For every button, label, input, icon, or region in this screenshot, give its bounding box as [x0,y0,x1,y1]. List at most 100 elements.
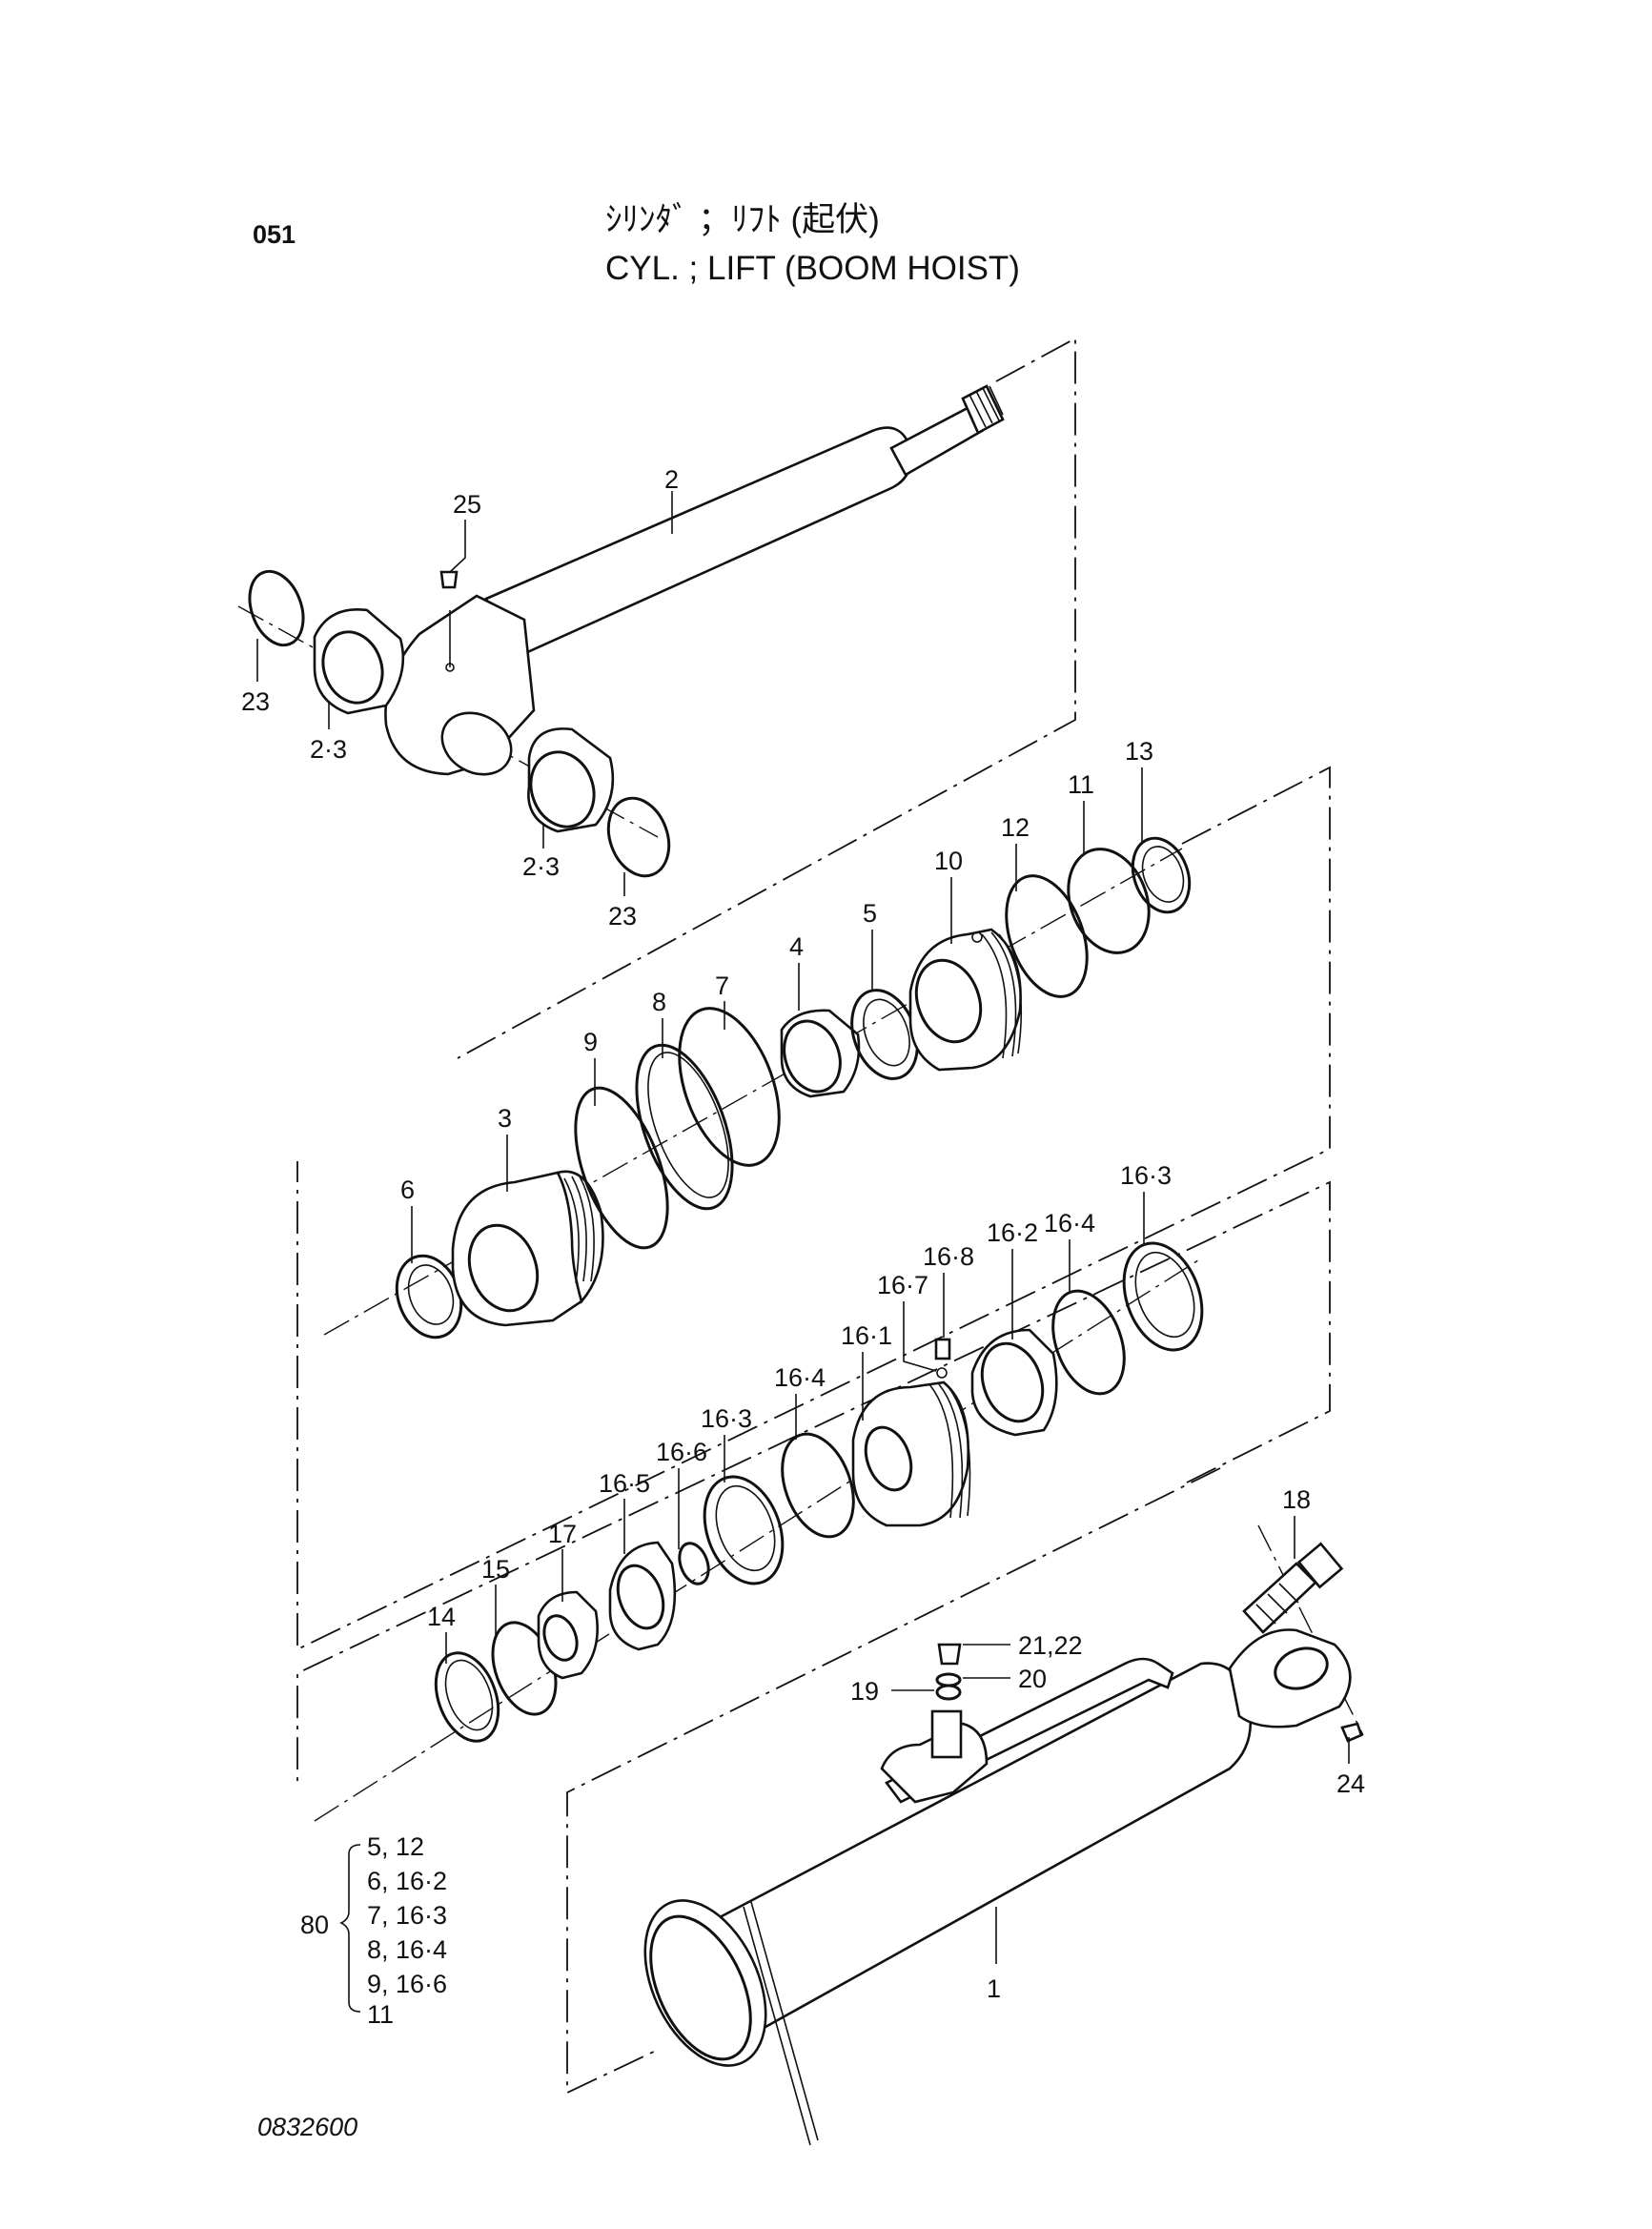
o-ring-9 [574,1086,669,1250]
ring-13 [1131,836,1192,914]
grease-hole [445,663,455,672]
seal-ring-23-right [606,796,671,878]
grease-fitting-25 [439,570,459,589]
bushing-4-bore [783,1019,842,1094]
steel-ball-16-7 [936,1367,948,1379]
seal-kit-row-2: 6, 16·2 [367,1867,447,1895]
o-ring-11 [1067,848,1151,954]
piston-16-1-bore [864,1425,913,1492]
callout-16-1: 16·1 [841,1321,892,1350]
o-ring-20 [935,1672,962,1687]
bushing-2-3-right [527,727,615,833]
piston-16-1-grooves [928,1383,971,1519]
buffer-ring-5-inner [863,998,910,1067]
dust-seal-6-inner [407,1264,455,1325]
o-ring-12 [1005,874,1089,998]
callout-16-2: 16·2 [987,1218,1038,1247]
nut-17-bore [542,1614,579,1662]
bushing-2-3-left [313,608,405,715]
callout-16-4b: 16·4 [1044,1209,1095,1237]
seal-16-3-left-inner [715,1484,776,1572]
bushing-2-3-left-bore [321,630,384,705]
piston-rod [484,426,913,660]
callout-10: 10 [934,847,963,875]
callout-1: 1 [987,1974,1001,2003]
group-piston-rod [237,337,1076,1059]
frame-tube-group [566,1467,1221,2095]
callout-16-3a: 16·3 [701,1404,752,1433]
callout-16-8: 16·8 [923,1242,974,1271]
seal-housing-10-bore [914,958,983,1044]
nut-17 [537,1590,599,1680]
o-ring-19 [935,1684,962,1701]
seal-kit-row-6: 11 [367,2000,394,2029]
callout-6: 6 [400,1176,415,1204]
sensor-18-bands [1255,1583,1299,1625]
callout-3: 3 [498,1104,512,1133]
callout-18: 18 [1282,1485,1311,1514]
callout-23a: 23 [241,687,270,716]
callout-19: 19 [850,1677,879,1706]
ring-7 [678,1007,781,1167]
cylinder-tube-1-eye [1228,1628,1352,1728]
backup-ring-8-inner [647,1052,729,1198]
cylinder-tube-1-bore [649,1914,752,2061]
rod-neck [889,406,984,477]
callout-16-5: 16·5 [599,1469,650,1498]
plate-16-5-bore [616,1564,665,1630]
seal-ring-23-left [248,569,305,647]
ring-16-4-right [1051,1289,1126,1396]
seal-kit-row-4: 8, 16·4 [367,1935,447,1964]
callout-12: 12 [1001,813,1030,842]
ring-13-inner [1141,846,1185,903]
callout-2-3a: 2·3 [310,735,347,764]
backup-ring-8 [635,1043,734,1211]
cylinder-tube-1-collar [743,1901,819,2146]
callout-17: 17 [548,1520,577,1548]
callout-5: 5 [863,899,877,928]
callout-4: 4 [789,932,804,961]
seal-kit-row-5: 9, 16·6 [367,1970,447,1998]
seal-kit-brace [339,1844,361,2013]
callout-25: 25 [453,490,481,519]
callout-16-6: 16·6 [656,1438,707,1466]
frame-head-group [296,766,1331,1651]
bushing-4 [780,1009,861,1098]
cylinder-head-3-thread-lines [563,1176,595,1284]
leader-16-7 [903,1301,937,1372]
rod-eye-bore [440,711,513,776]
ring-16-4-left [781,1432,855,1539]
callout-23b: 23 [608,902,637,930]
piston-16-1 [851,1380,969,1527]
ring-16-6 [678,1542,710,1585]
cylinder-tube-1-mouth [643,1899,767,2067]
seal-housing-10-grooves [981,931,1023,1059]
plug-21-22 [937,1643,962,1666]
frame-rod-group [457,337,1076,1059]
callout-24: 24 [1336,1769,1365,1798]
title-japanese: ｼﾘﾝﾀﾞ ；ﾘﾌﾄ (起伏) [605,201,880,238]
axis-tube-eye [1257,1524,1364,1736]
callout-16-4a: 16·4 [774,1363,826,1392]
callout-21-22: 21,22 [1018,1631,1083,1660]
set-screw-16-8 [934,1338,951,1360]
drawing-number: 0832600 [257,2113,357,2141]
callout-14: 14 [427,1603,456,1631]
callout-13: 13 [1125,737,1153,766]
group-cylinder-tube [566,1467,1364,2146]
callout-15: 15 [481,1555,510,1584]
seal-16-3-right [1122,1241,1204,1352]
callout-16-3b: 16·3 [1120,1161,1172,1190]
rod-thread-lines [969,385,1004,428]
title-english: CYL. ; LIFT (BOOM HOIST) [605,250,1020,287]
seal-kit-row-1: 5, 12 [367,1832,424,1861]
frame-piston-group [296,1180,1331,1783]
seal-kit-80: 80 5, 12 6, 16·2 7, 16·3 8, 16·4 9, 16·6… [300,1832,447,2029]
group-piston [296,1180,1331,1822]
callout-11: 11 [1068,770,1094,799]
wear-ring-16-2-bore [980,1341,1045,1423]
cylinder-head-3-bore [467,1223,540,1313]
callout-2: 2 [664,465,679,494]
rod-thread [961,384,1005,435]
